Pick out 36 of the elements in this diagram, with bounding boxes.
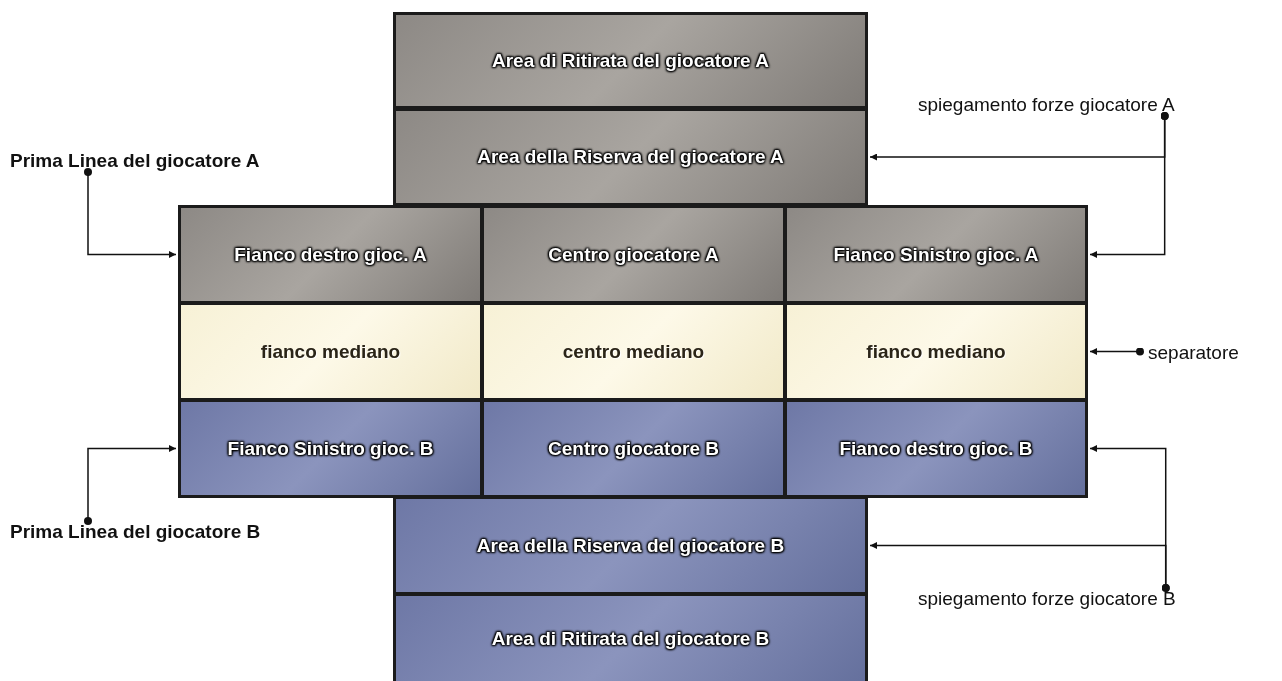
callout-text: Prima Linea del giocatore A (10, 150, 260, 172)
board-zone (481, 302, 786, 401)
board-zone (481, 205, 786, 304)
zone-label: Fianco destro gioc. A (234, 243, 427, 266)
board-zone (178, 399, 483, 498)
board-zone (393, 12, 868, 109)
board-zone (393, 496, 868, 595)
zone-label: fianco mediano (260, 340, 401, 363)
board-zone (178, 302, 483, 401)
callout-text: Prima Linea del giocatore B (10, 521, 261, 543)
leader-line (1089, 347, 1144, 356)
callout-text: spiegamento forze giocatore B (918, 588, 1176, 610)
zone-label: fianco mediano (866, 340, 1006, 363)
leader-line (84, 445, 177, 525)
zone-label: centro mediano (562, 340, 705, 363)
zone-label: Area della Riserva del giocatore A (477, 146, 784, 168)
board-zone (481, 399, 786, 498)
board-zone (178, 205, 483, 304)
callout-text: separatore (1148, 342, 1239, 364)
leader-line (869, 542, 1170, 592)
zone-label: Area di Ritirata del giocatore B (491, 628, 770, 650)
board-zone (784, 302, 1088, 401)
zone-label: Area della Riserva del giocatore B (476, 534, 785, 557)
callout-text: spiegamento forze giocatore A (918, 94, 1175, 116)
zone-label: Fianco Sinistro gioc. A (833, 243, 1039, 266)
zone-label: Fianco destro gioc. B (839, 437, 1033, 460)
zone-label: Centro giocatore A (548, 243, 719, 266)
zone-label: Centro giocatore B (548, 437, 719, 460)
leader-line (1089, 112, 1169, 258)
zone-label: Area di Ritirata del giocatore A (492, 49, 769, 72)
board-zone (784, 205, 1088, 304)
board-zone (393, 108, 868, 206)
board-zone (393, 593, 868, 681)
leader-line (84, 168, 177, 258)
board-zone (784, 399, 1088, 498)
zone-label: Fianco Sinistro gioc. B (227, 437, 434, 460)
